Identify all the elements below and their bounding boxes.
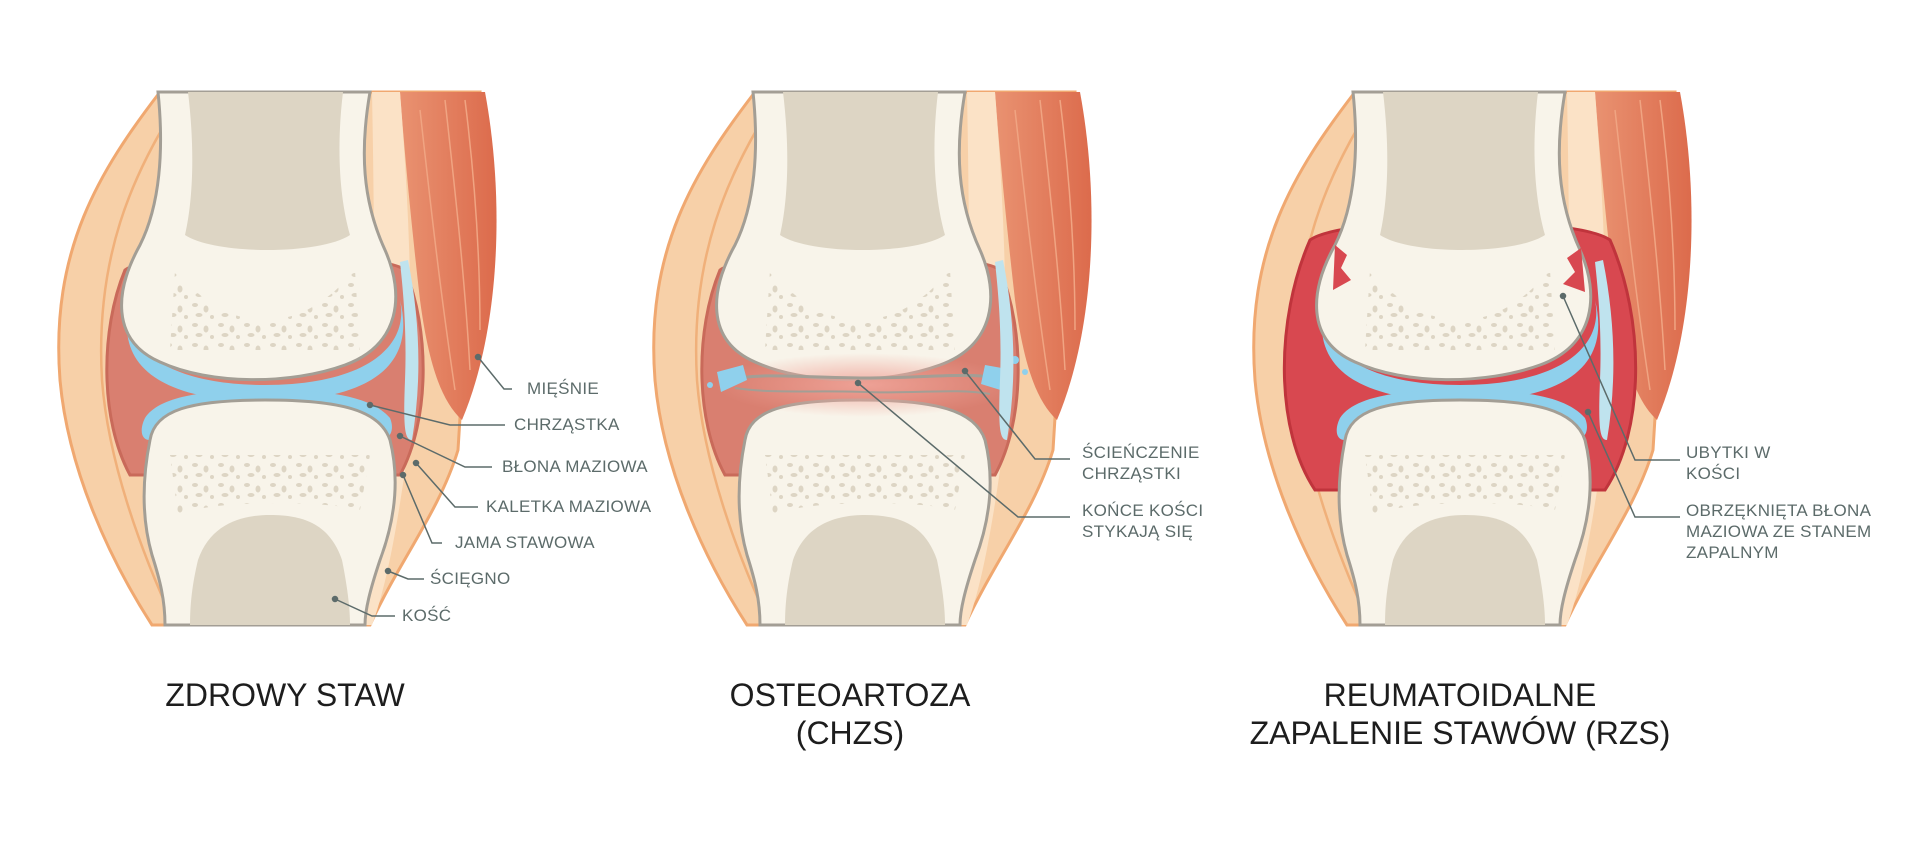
label-synovial-membrane: BŁONA MAZIOWA [502, 457, 648, 476]
label-synovial-bursa: KALETKA MAZIOWA [486, 497, 652, 516]
label-joint-cavity: JAMA STAWOWA [455, 533, 595, 552]
label-muscle: MIĘŚNIE [527, 379, 600, 398]
label-bone: KOŚĆ [402, 606, 452, 625]
label-bone-ends-touch: KOŃCE KOŚCI STYKAJĄ SIĘ [1082, 501, 1204, 541]
label-tendon: ŚCIĘGNO [430, 569, 511, 588]
panel-title-healthy: ZDROWY STAW [165, 677, 405, 713]
label-cartilage-thinning: ŚCIEŃCZENIE CHRZĄSTKI [1082, 443, 1200, 483]
label-cartilage: CHRZĄSTKA [514, 415, 620, 434]
panel-title-rheumatoid: REUMATOIDALNE ZAPALENIE STAWÓW (RZS) [1249, 677, 1671, 751]
healthy-joint-illustration [57, 90, 499, 627]
leader-lines [331, 292, 1680, 617]
panel-title-osteoarthritis: OSTEOARTOZA (CHZS) [729, 677, 971, 751]
rheumatoid-joint-illustration [1252, 90, 1694, 627]
label-bone-erosions: UBYTKI W KOŚCI [1686, 443, 1771, 483]
osteoarthritis-joint-illustration [652, 90, 1094, 627]
label-inflamed-synovium: OBRZĘKNIĘTA BŁONA MAZIOWA ZE STANEM ZAPA… [1686, 501, 1872, 562]
